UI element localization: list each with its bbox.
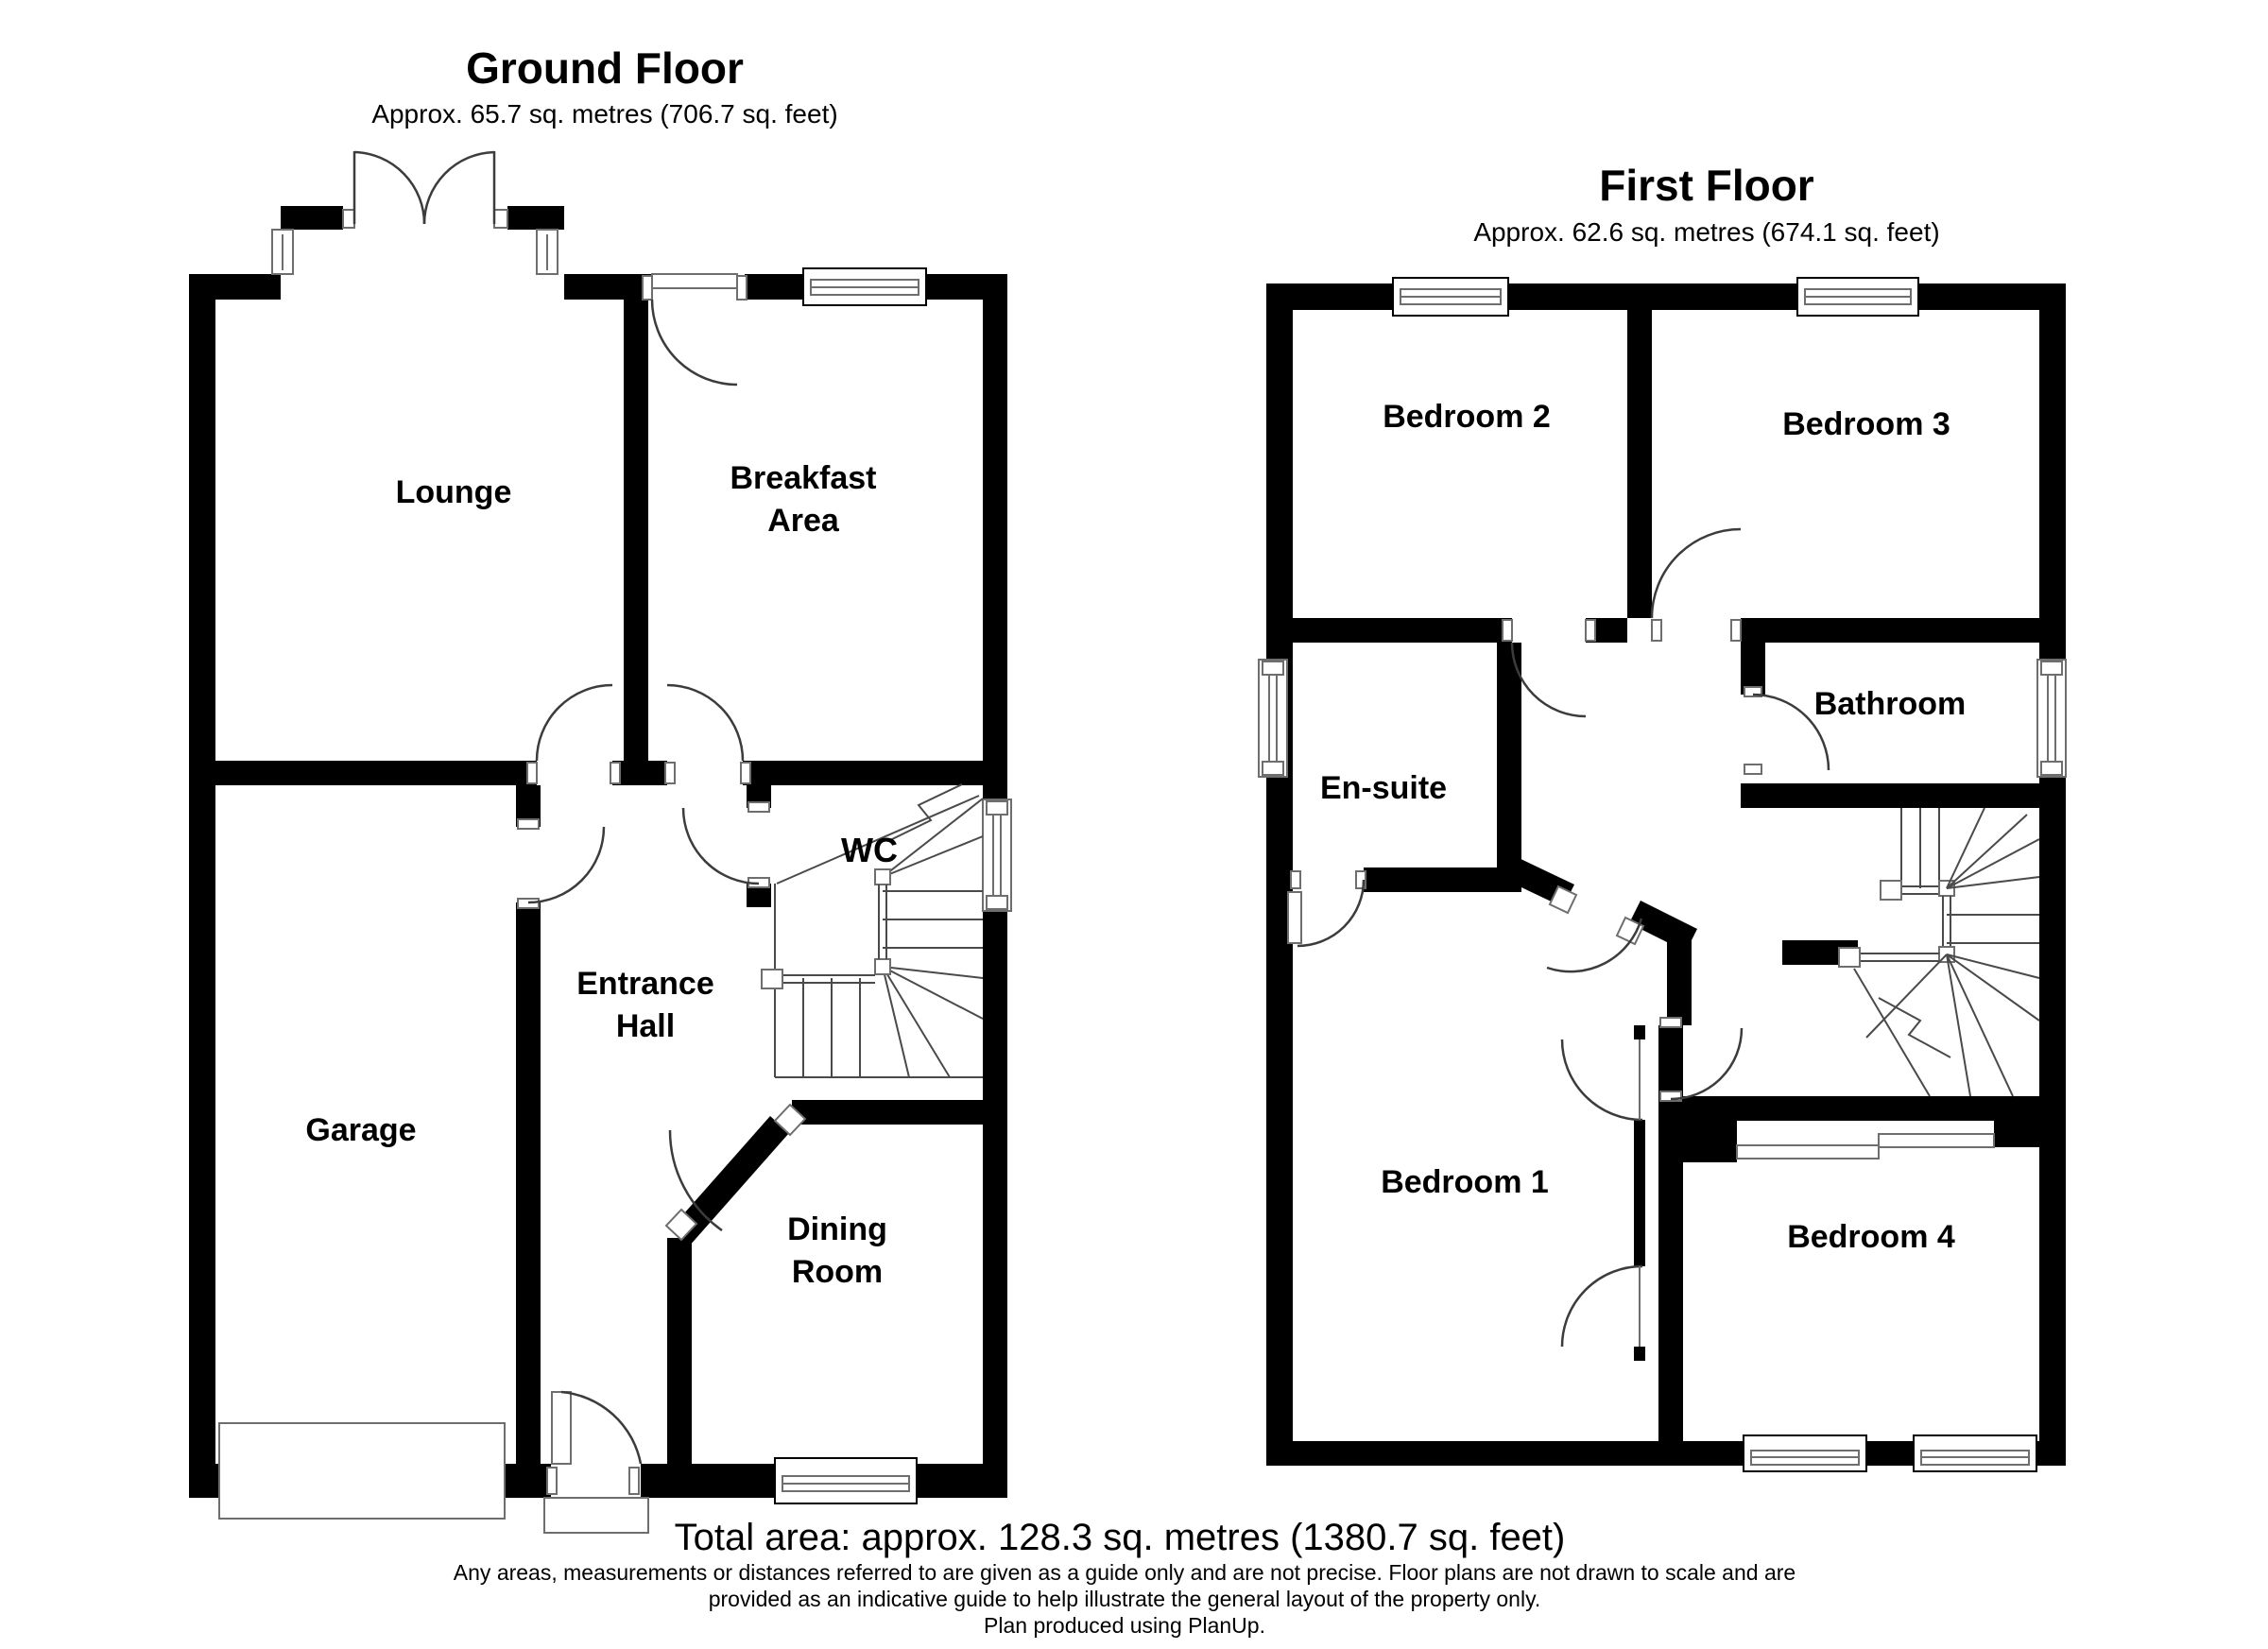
label-dining-line1: Dining	[787, 1211, 887, 1247]
label-hall-line1: Entrance	[576, 966, 714, 1002]
ff-bedroom3-window	[1796, 277, 1919, 317]
label-ensuite: En-suite	[1320, 770, 1447, 806]
gf-french-doors	[271, 150, 558, 275]
ground-floor-title: Ground Floor	[466, 43, 744, 93]
gf-staircase	[761, 783, 984, 1078]
credit-text: Plan produced using PlanUp.	[984, 1613, 1265, 1638]
ff-staircase	[1838, 807, 2040, 1097]
label-wc: WC	[841, 831, 898, 869]
gf-wc-door	[681, 801, 770, 888]
ff-bathroom-door	[1744, 686, 1830, 775]
gf-lounge-door	[526, 683, 621, 784]
gf-breakfast-door	[642, 273, 747, 386]
first-floor-plan: First Floor Approx. 62.6 sq. metres (674…	[1258, 161, 2067, 1472]
gf-dining-window	[774, 1457, 918, 1504]
label-bedroom1: Bedroom 1	[1381, 1164, 1549, 1200]
ff-stairs-rail-cap-bottom	[1838, 947, 1861, 968]
label-bathroom: Bathroom	[1814, 686, 1967, 722]
footer: Total area: approx. 128.3 sq. metres (13…	[454, 1517, 1796, 1638]
label-garage: Garage	[305, 1112, 416, 1148]
ff-bedroom2-door	[1502, 619, 1596, 718]
gf-stairs-rail-cap	[761, 969, 783, 989]
ground-floor-plan: Ground Floor Approx. 65.7 sq. metres (70…	[189, 43, 1012, 1534]
label-dining-line2: Room	[792, 1254, 883, 1290]
ff-bedroom1-wardrobes	[1560, 1039, 1643, 1348]
label-breakfast-line2: Area	[767, 503, 840, 539]
gf-front-step	[543, 1497, 649, 1534]
label-bedroom3: Bedroom 3	[1782, 406, 1950, 442]
ff-stairs-break-line	[1878, 997, 1951, 1058]
label-lounge: Lounge	[396, 474, 512, 510]
ff-stairs-rail-cap-top	[1880, 880, 1902, 901]
gf-stairs-newel-top	[874, 868, 891, 885]
label-breakfast-line1: Breakfast	[730, 460, 877, 496]
ground-floor-subtitle: Approx. 65.7 sq. metres (706.7 sq. feet)	[371, 99, 837, 129]
label-bedroom4: Bedroom 4	[1787, 1219, 1955, 1255]
gf-stairs-window	[982, 799, 1012, 912]
gf-hall-breakfast-door	[664, 683, 751, 784]
ff-bedroom2-window	[1392, 277, 1509, 317]
first-floor-title: First Floor	[1599, 161, 1814, 210]
ff-bedroom1-door	[1546, 885, 1645, 973]
ff-bottom-window-left	[1743, 1434, 1867, 1472]
gf-breakfast-window	[802, 267, 927, 306]
ff-bathroom-window	[2036, 659, 2067, 778]
gf-front-door	[543, 1390, 649, 1534]
first-floor-subtitle: Approx. 62.6 sq. metres (674.1 sq. feet)	[1473, 217, 1939, 247]
ff-bottom-window-right	[1913, 1434, 2037, 1472]
disclaimer-line1: Any areas, measurements or distances ref…	[454, 1560, 1796, 1585]
ff-bedroom3-door	[1650, 527, 1742, 642]
ff-walls	[1266, 283, 2066, 1466]
total-area-text: Total area: approx. 128.3 sq. metres (13…	[675, 1517, 1566, 1558]
disclaimer-line2: provided as an indicative guide to help …	[709, 1587, 1541, 1611]
ff-cupboard	[1736, 1133, 1995, 1159]
ff-bedroom4-door	[1659, 1017, 1744, 1102]
label-bedroom2: Bedroom 2	[1383, 399, 1551, 435]
gf-stairs-break-line	[887, 783, 963, 842]
gf-dining-door	[664, 1103, 807, 1242]
ff-ensuite-window	[1258, 659, 1288, 778]
label-hall-line2: Hall	[616, 1008, 675, 1044]
gf-stairs-newel-bottom	[874, 958, 891, 975]
gf-garage-vehicle-door	[218, 1422, 506, 1520]
gf-garage-door-internal	[517, 818, 606, 909]
ff-ensuite-door	[1287, 870, 1366, 948]
